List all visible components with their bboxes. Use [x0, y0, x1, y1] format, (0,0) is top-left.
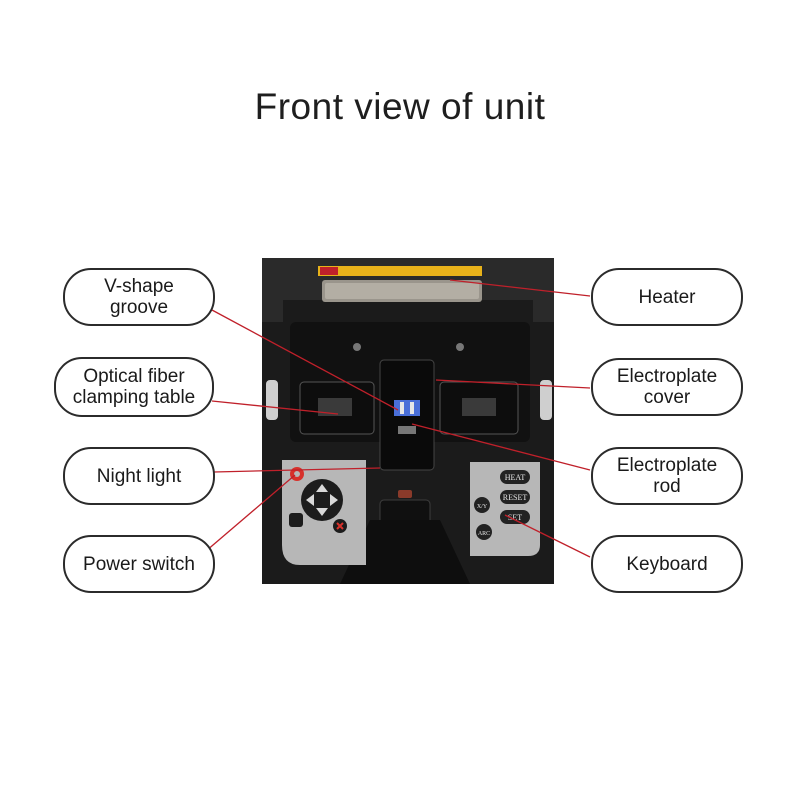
page-title: Front view of unit [254, 86, 546, 127]
right-knob [540, 380, 552, 420]
callout-v-shape-groove: V-shape groove [63, 268, 215, 326]
callout-heater: Heater [591, 268, 743, 326]
callout-electroplate-rod: Electroplate rod [591, 447, 743, 505]
reset-key [500, 490, 530, 504]
heat-key [500, 470, 530, 484]
arc-key [476, 524, 492, 540]
xy-key [474, 497, 490, 513]
xy-key-label: X/Y [477, 504, 488, 510]
set-key-label: SET [508, 513, 522, 522]
heat-key-label: HEAT [505, 473, 526, 482]
heater-warning-label [318, 266, 482, 276]
direction-pad [301, 479, 343, 521]
callout-power-switch: Power switch [63, 535, 215, 593]
arc-key-label: ARC [478, 531, 490, 537]
left-knob [266, 380, 278, 420]
v-groove [394, 400, 420, 416]
callout-electroplate-cover: Electroplate cover [591, 358, 743, 416]
callout-optical-fiber-clamping-table: Optical fiber clamping table [54, 357, 214, 417]
callout-night-light: Night light [63, 447, 215, 505]
callout-keyboard: Keyboard [591, 535, 743, 593]
reset-key-label: RESET [503, 493, 528, 502]
